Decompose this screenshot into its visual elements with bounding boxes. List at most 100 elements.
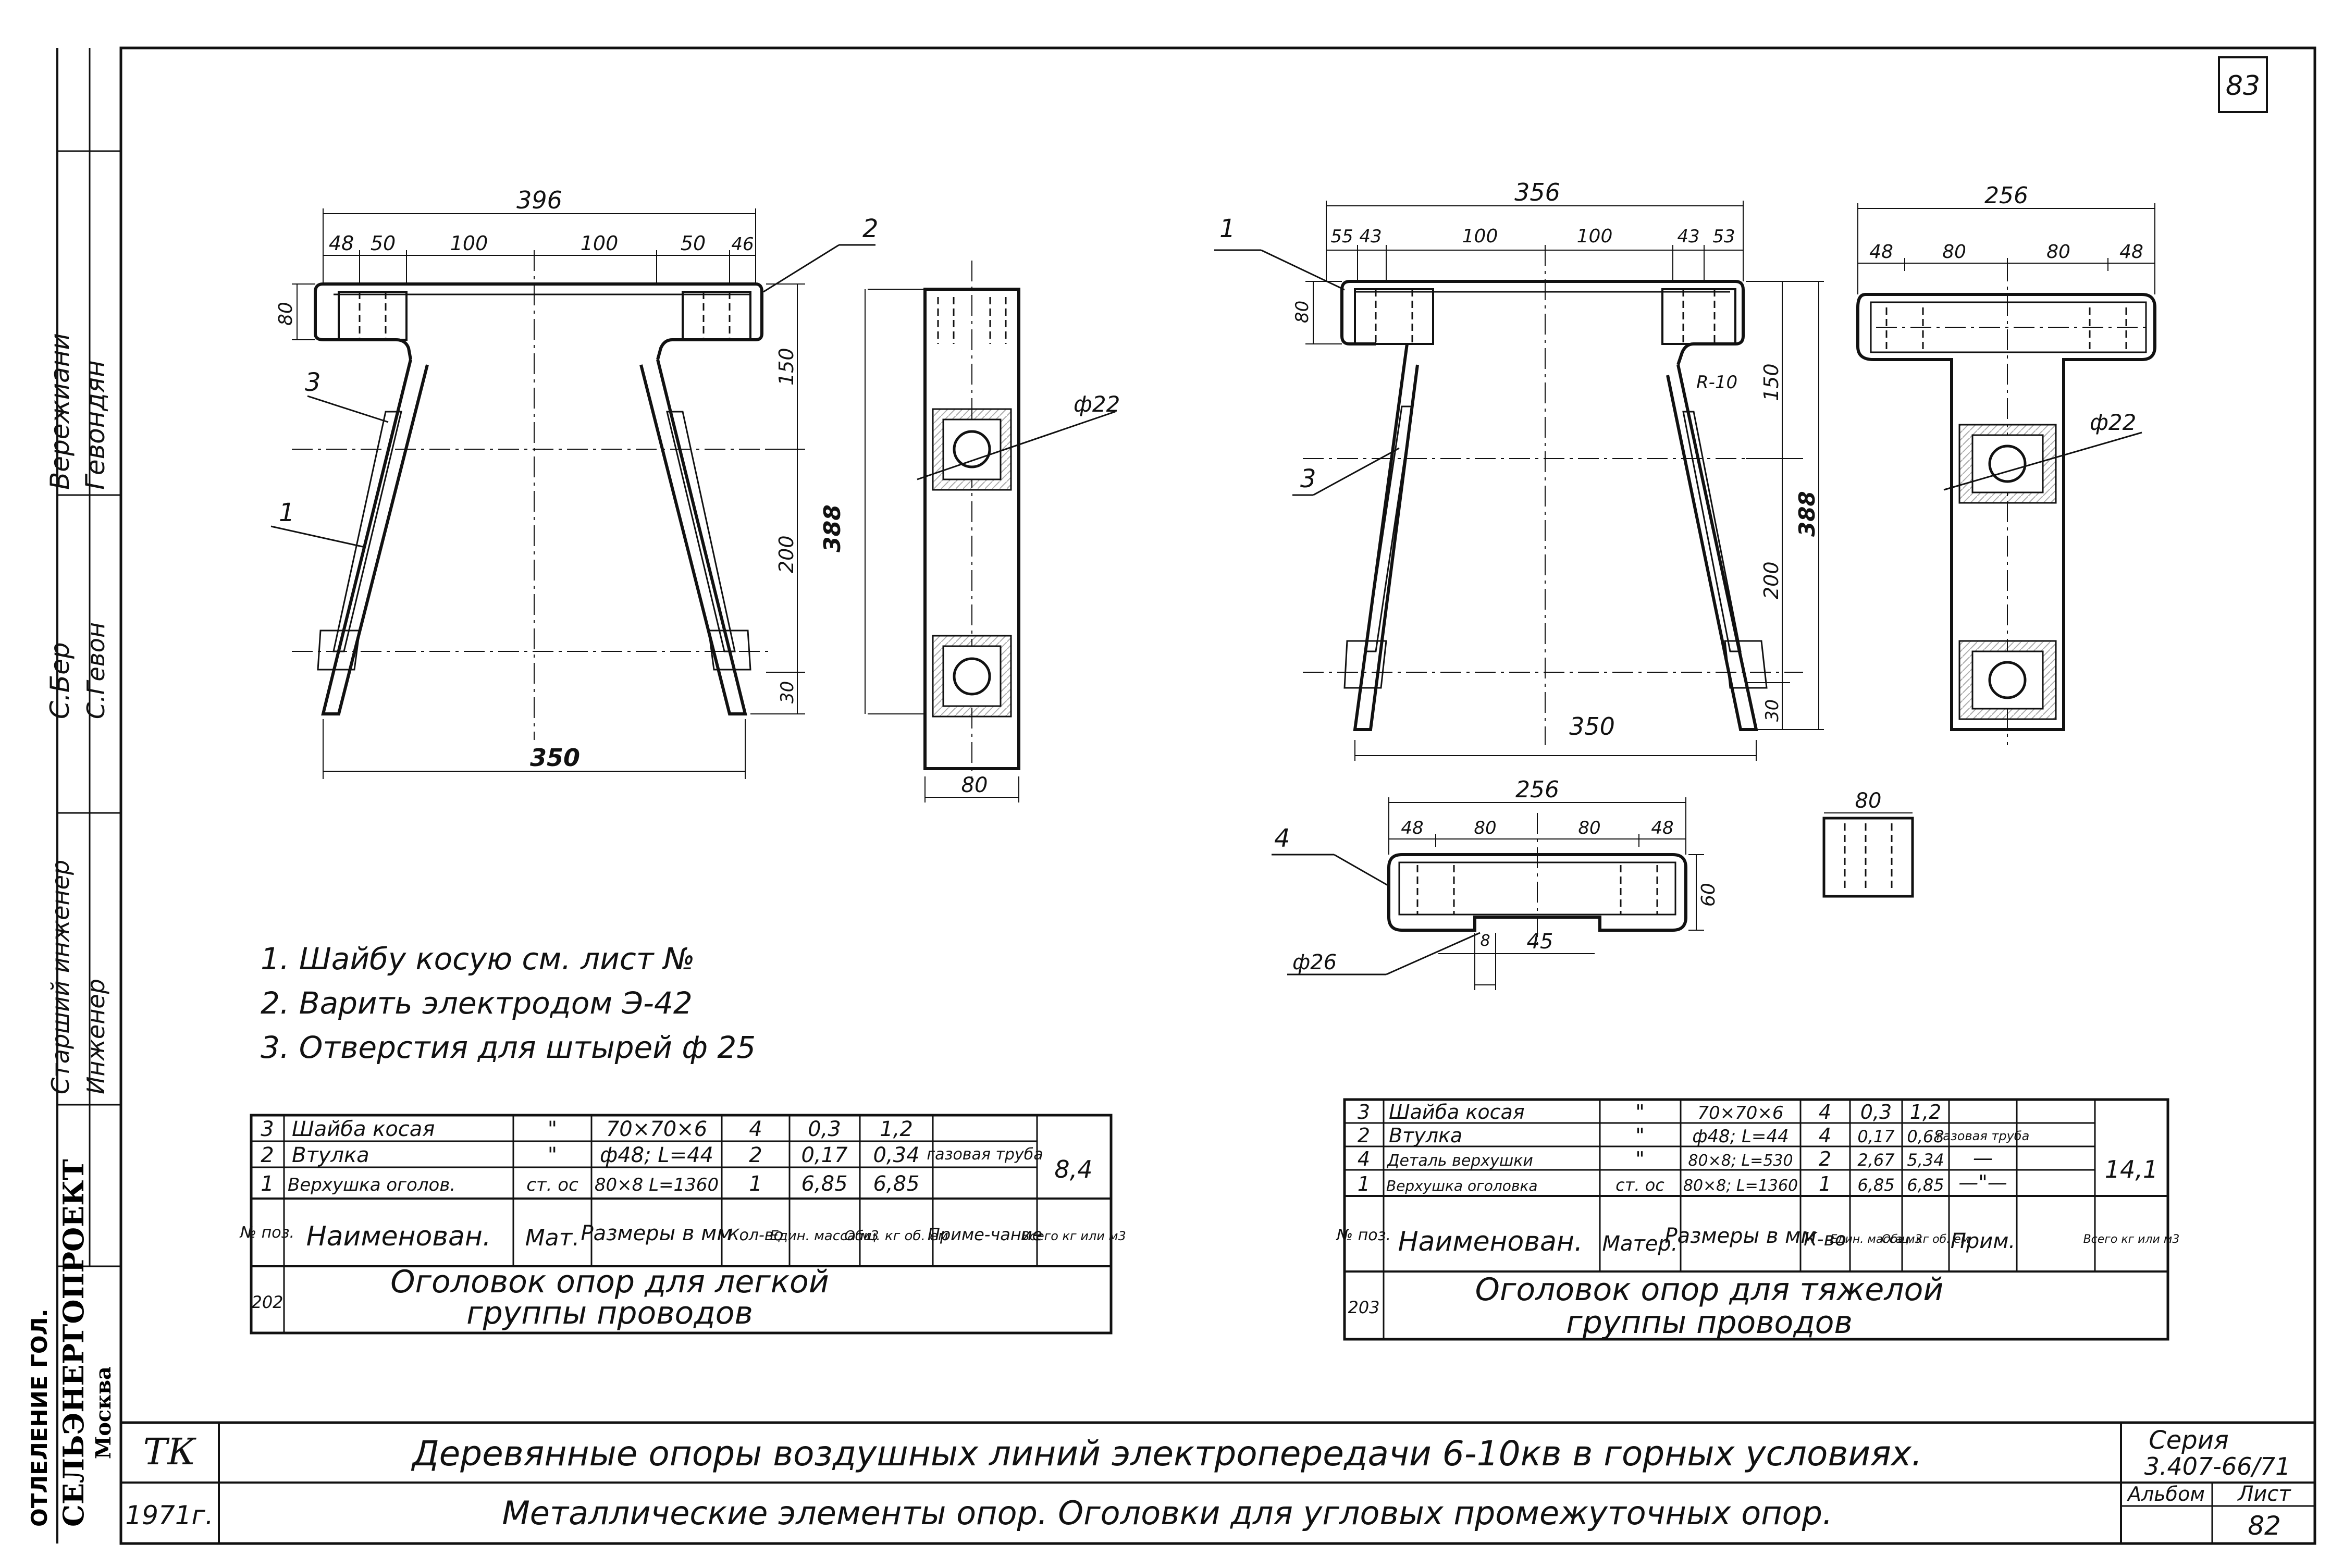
title-year: 1971г. (125, 1500, 213, 1530)
svg-text:5,34: 5,34 (1907, 1150, 1944, 1170)
svg-text:": " (1635, 1147, 1644, 1170)
svg-text:Един. масса м3: Един. масса м3 (770, 1228, 879, 1244)
dim-r-h30: 30 (1762, 699, 1783, 722)
table-right-code: 203 (1348, 1298, 1379, 1317)
dim-bottom: 350 (530, 744, 580, 772)
dim-50r: 50 (681, 232, 706, 255)
table-left-title-1: Оголовок опор для легкой (390, 1264, 829, 1300)
svg-text:Шайба косая: Шайба косая (292, 1117, 435, 1141)
spec-table-light-text: 3 Шайба косая " 70×70×6 4 0,3 1,2 2 Втул… (239, 1117, 1126, 1331)
dim-r-bottom: 350 (1569, 712, 1615, 740)
svg-text:ст. ос: ст. ос (526, 1175, 578, 1195)
svg-text:—"—: —"— (1958, 1171, 2007, 1194)
svg-text:Втулка: Втулка (1389, 1124, 1462, 1147)
dim-r-43: 43 (1359, 226, 1382, 247)
svg-text:0,17: 0,17 (1857, 1127, 1895, 1146)
title-block (121, 1421, 2315, 1544)
page-number: 83 (2226, 70, 2260, 102)
svg-text:0,68: 0,68 (1907, 1127, 1944, 1146)
callout-4: 4 (1274, 824, 1290, 853)
dim-100a: 100 (450, 232, 488, 255)
notes: 1. Шайбу косую см. лист № 2. Варить элек… (261, 941, 756, 1065)
dim-d-80a: 80 (1474, 818, 1496, 838)
svg-text:6,85: 6,85 (1907, 1175, 1944, 1195)
dim-t-80b: 80 (2046, 241, 2070, 263)
dim-d-45: 45 (1527, 930, 1553, 954)
series-number: 3.407-66/71 (2144, 1452, 2291, 1480)
drawing-heavy-head (1214, 201, 1824, 761)
stamp-org-top: ОТЛЕЛЕНИЕ ГОЛ. (27, 1309, 52, 1527)
dim-d-256: 256 (1515, 776, 1559, 803)
table-left-note: газовая труба (927, 1145, 1043, 1164)
svg-text:3: 3 (1358, 1101, 1370, 1123)
side-view-light (865, 261, 1116, 802)
svg-text:2: 2 (1819, 1147, 1831, 1170)
svg-text:ст. ос: ст. ос (1615, 1175, 1664, 1195)
svg-text:—: — (1973, 1146, 1993, 1169)
table-left-code: 202 (251, 1292, 283, 1312)
stamp-name-2: Гевондян (80, 360, 110, 490)
callout-3: 3 (305, 368, 321, 397)
stamp-role-1: Старший инженер (46, 860, 75, 1094)
sheet-frame: 83 (119, 46, 2316, 1545)
svg-text:2: 2 (261, 1143, 274, 1167)
svg-text:6,85: 6,85 (1857, 1175, 1894, 1195)
svg-text:0,3: 0,3 (1860, 1101, 1892, 1123)
sheet-number: 82 (2248, 1511, 2281, 1541)
svg-text:": " (548, 1117, 557, 1141)
svg-text:4: 4 (1358, 1147, 1370, 1170)
dim-r-100a: 100 (1462, 226, 1498, 247)
svg-text:Приме-чание: Приме-чание (928, 1225, 1042, 1244)
svg-text:Наименован.: Наименован. (1398, 1226, 1583, 1257)
album-label: Альбом (2126, 1483, 2205, 1505)
detail-part-4 (1272, 797, 1914, 990)
svg-text:газовая труба: газовая труба (1937, 1129, 2030, 1143)
svg-text:1: 1 (261, 1172, 274, 1196)
drawing-light-head (270, 208, 875, 779)
dim-50: 50 (371, 232, 396, 255)
svg-text:Шайба косая: Шайба косая (1389, 1101, 1525, 1123)
svg-text:Кол-во: Кол-во (728, 1226, 783, 1244)
table-right-title-2: группы проводов (1566, 1304, 1853, 1341)
svg-text:0,34: 0,34 (873, 1143, 919, 1167)
svg-text:1: 1 (1358, 1172, 1370, 1195)
dim-r-h200: 200 (1760, 561, 1783, 599)
dim-r-h80: 80 (1292, 301, 1313, 323)
drawing-light-head-labels: 396 48 50 100 100 50 46 80 150 200 30 38… (275, 186, 879, 772)
svg-text:4: 4 (749, 1117, 762, 1141)
svg-text:1,2: 1,2 (880, 1117, 913, 1141)
dim-r-43r: 43 (1677, 226, 1699, 247)
dim-hole-22: ф22 (1074, 391, 1120, 417)
svg-text:Матер.: Матер. (1602, 1232, 1678, 1256)
svg-text:К-во: К-во (1804, 1229, 1846, 1250)
svg-text:2: 2 (749, 1143, 762, 1167)
table-left-total: 8,4 (1054, 1155, 1092, 1183)
svg-text:Един. масса м3: Един. масса м3 (1830, 1233, 1922, 1246)
table-right-title-1: Оголовок опор для тяжелой (1475, 1271, 1944, 1308)
dim-t-80a: 80 (1942, 241, 1966, 263)
svg-text:Общ. кг об. ем: Общ. кг об. ем (844, 1228, 948, 1244)
title-line-1: Деревянные опоры воздушных линий электро… (411, 1434, 1922, 1474)
dim-r-100b: 100 (1577, 226, 1613, 247)
detail-part-4-labels: 256 48 80 80 48 60 45 8 ф26 4 80 (1274, 776, 1881, 974)
svg-text:№ поз.: № поз. (239, 1224, 294, 1242)
svg-text:№ поз.: № поз. (1336, 1226, 1391, 1244)
dim-d-side-80: 80 (1855, 789, 1882, 813)
dim-48: 48 (329, 232, 354, 255)
svg-text:ф48; L=44: ф48; L=44 (600, 1143, 713, 1167)
svg-text:Верхушка оголов.: Верхушка оголов. (288, 1175, 455, 1195)
side-stamp: Вережиани Гевондян С.Бер С.Гевон Старший… (27, 48, 122, 1544)
note-3: 3. Отверстия для штырей ф 25 (261, 1030, 756, 1065)
dim-h200: 200 (775, 535, 798, 573)
svg-text:0,3: 0,3 (808, 1117, 841, 1141)
dim-overall-top: 396 (516, 186, 562, 214)
svg-text:70×70×6: 70×70×6 (1697, 1103, 1783, 1123)
dim-h150: 150 (775, 348, 798, 386)
dim-r-55: 55 (1330, 226, 1353, 247)
svg-text:Прим.: Прим. (1951, 1229, 2015, 1253)
svg-text:Размеры в мм: Размеры в мм (1664, 1224, 1816, 1248)
dim-t-48a: 48 (1869, 241, 1893, 263)
dim-r-radius: R-10 (1696, 372, 1737, 393)
svg-text:Верхушка оголовка: Верхушка оголовка (1386, 1177, 1538, 1194)
